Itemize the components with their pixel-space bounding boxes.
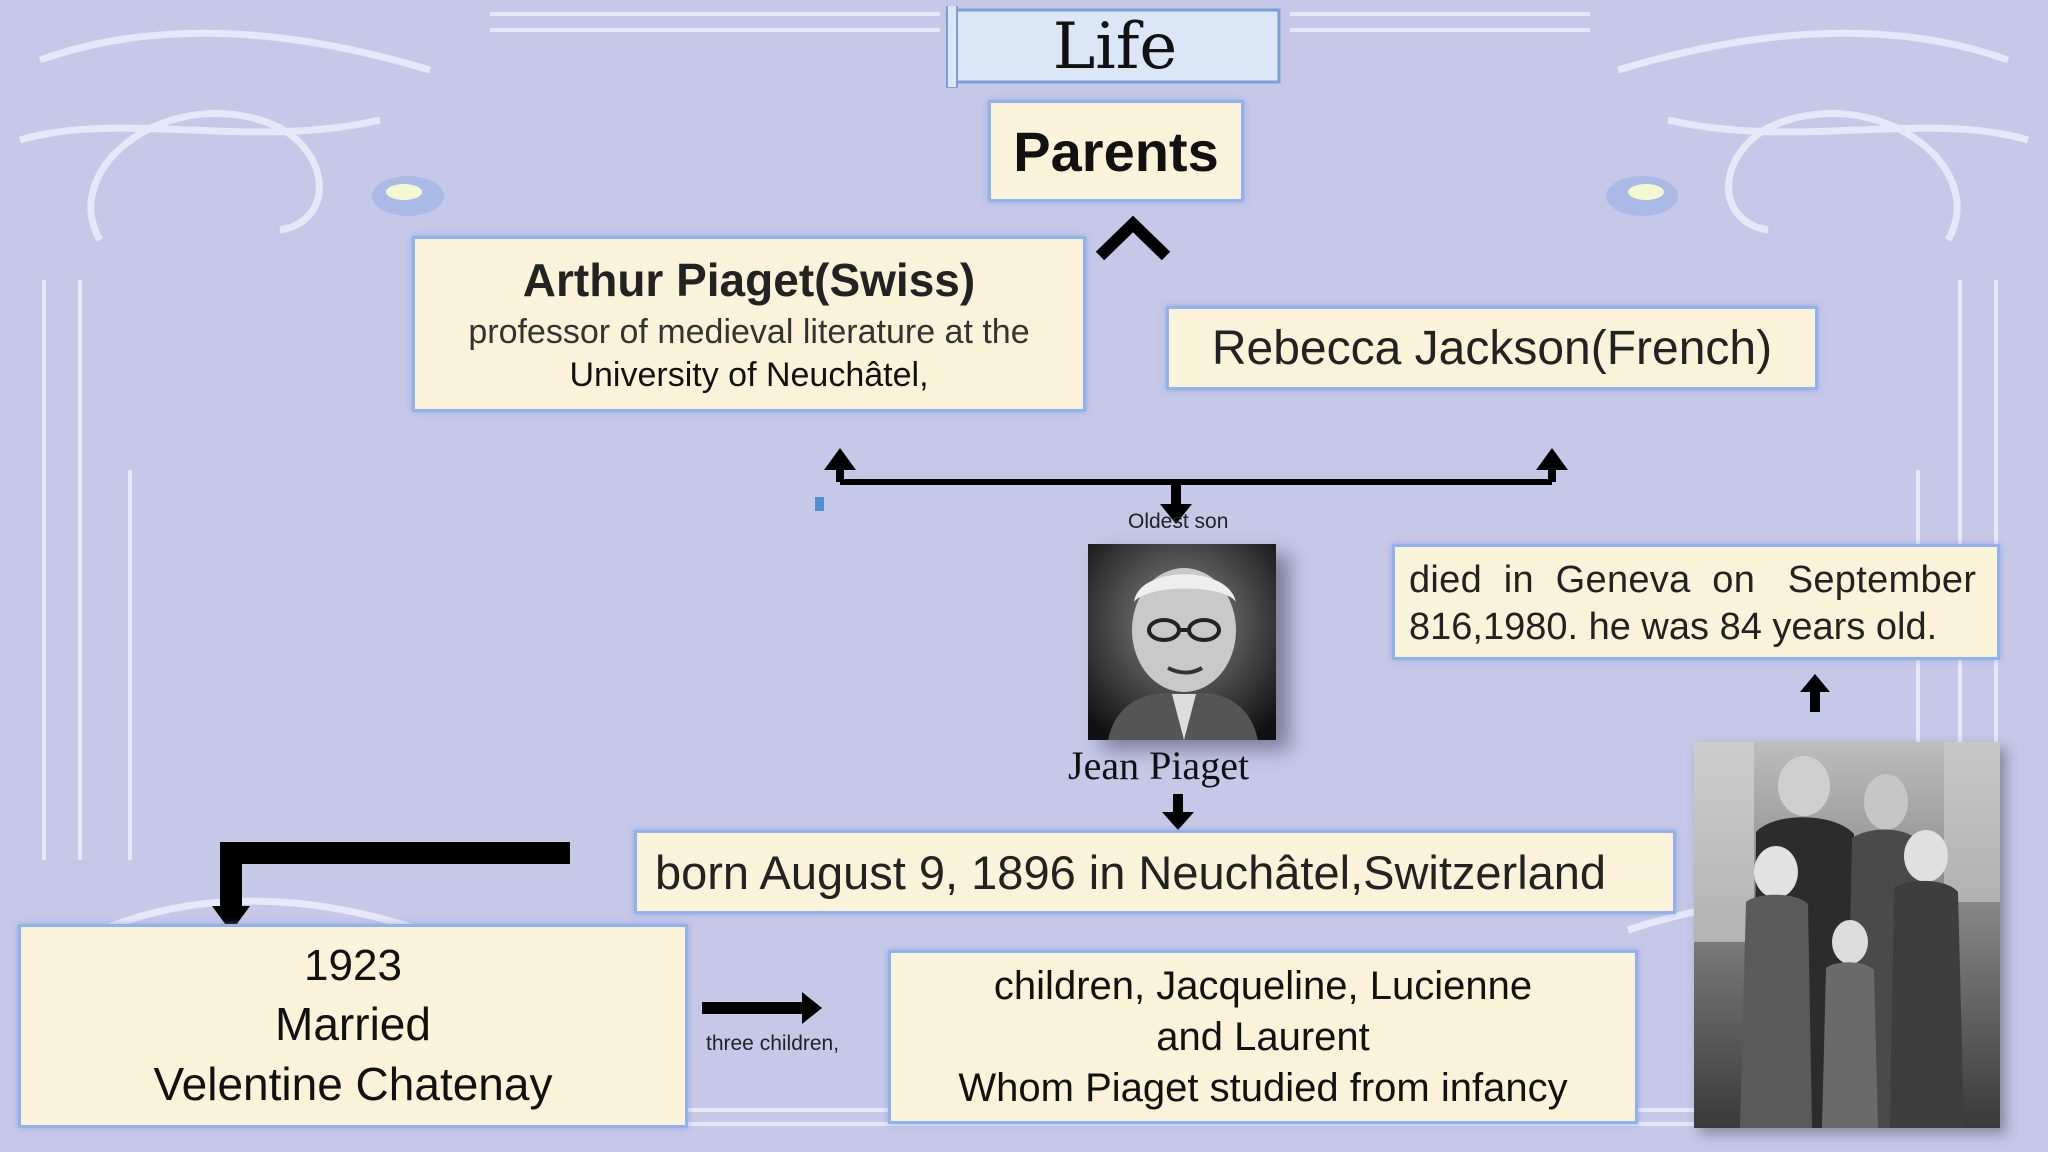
parents-box: Parents	[988, 100, 1244, 202]
three-children-label: three children,	[706, 1032, 840, 1055]
person-name: Jean Piaget	[1068, 743, 1250, 788]
marriage-year: 1923	[304, 941, 402, 990]
children-box: children, Jacqueline, Lucienne and Laure…	[888, 950, 1638, 1124]
marriage-spouse: Velentine Chatenay	[153, 1058, 553, 1110]
children-line1: children, Jacqueline, Lucienne	[993, 963, 1533, 1008]
elbow-arrow-icon	[212, 842, 570, 932]
up-arrow-icon	[1800, 674, 1830, 712]
son-label: Oldest son	[1128, 510, 1229, 533]
chevron-up-icon	[1095, 215, 1171, 261]
father-name: Arthur Piaget(Swiss)	[522, 254, 976, 306]
small-marker	[815, 497, 824, 511]
parents-connector-arrow	[824, 448, 1568, 524]
mother-name: Rebecca Jackson(French)	[1211, 321, 1773, 375]
marriage-box: 1923 Married Velentine Chatenay	[18, 924, 688, 1128]
family-photo	[1694, 742, 2000, 1128]
page-title: Life	[1052, 10, 1178, 84]
marriage-line2: Married	[275, 998, 431, 1050]
death-line1: died in Geneva on September	[1409, 559, 1977, 601]
children-line3: Whom Piaget studied from infancy	[958, 1065, 1568, 1110]
parents-label: Parents	[1013, 119, 1219, 183]
title-banner: Life	[945, 6, 1285, 88]
scroll-banner-icon	[945, 6, 1281, 88]
father-box: Arthur Piaget(Swiss) professor of mediev…	[412, 236, 1086, 412]
birth-text: born August 9, 1896 in Neuchâtel,Switzer…	[655, 845, 1607, 899]
death-line2: 816,1980. he was 84 years old.	[1409, 606, 1938, 648]
father-desc-line1: professor of medieval literature at the	[468, 313, 1030, 351]
birth-box: born August 9, 1896 in Neuchâtel,Switzer…	[634, 830, 1676, 914]
father-desc-line2: University of Neuchâtel,	[569, 356, 929, 394]
right-arrow-icon	[702, 992, 822, 1024]
death-box: died in Geneva on September 816,1980. he…	[1392, 544, 2000, 660]
mother-box: Rebecca Jackson(French)	[1166, 306, 1818, 390]
down-arrow-icon	[1162, 794, 1194, 830]
children-line2: and Laurent	[1156, 1014, 1370, 1059]
portrait-photo	[1088, 544, 1276, 740]
